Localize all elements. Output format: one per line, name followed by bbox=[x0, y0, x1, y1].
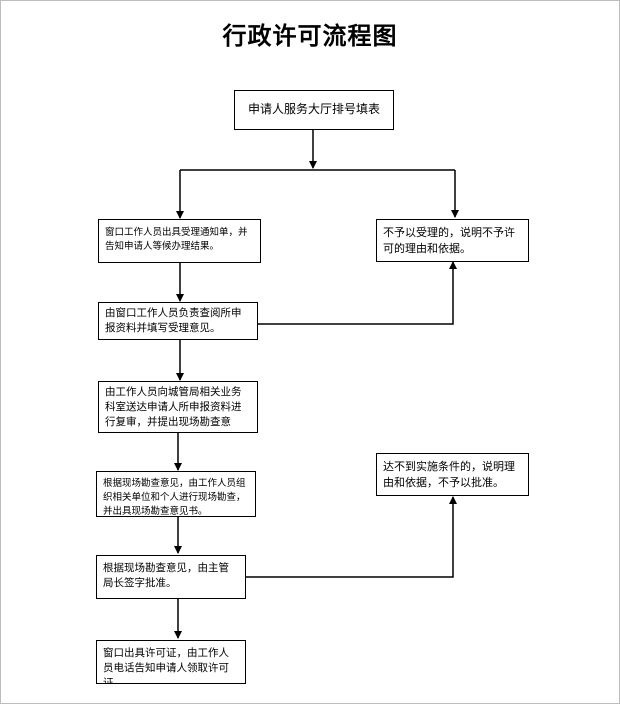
site-inspection-box: 根据现场勘查意见，由工作人员组织相关单位和个人进行现场勘查，并出具现场勘查意见书… bbox=[96, 471, 256, 517]
submit-dept-text: 由工作人员向城管局相关业务科室送达申请人所申报资料进行复审，并提出现场勘查意见。 bbox=[105, 386, 242, 432]
no-conditions-text: 达不到实施条件的，说明理由和依据，不予以批准。 bbox=[383, 460, 515, 489]
start-box: 申请人服务大厅排号填表 bbox=[234, 90, 394, 130]
no-conditions-box: 达不到实施条件的，说明理由和依据，不予以批准。 bbox=[376, 453, 529, 496]
approval-text: 根据现场勘查意见，由主管局长签字批准。 bbox=[103, 562, 229, 590]
connector-approval-to-noconditions bbox=[246, 496, 457, 578]
connector-review-to-reject bbox=[257, 261, 457, 325]
accept-notice-box: 窗口工作人员出具受理通知单，并告知申请人等候办理结果。 bbox=[98, 219, 261, 263]
issue-permit-box: 窗口出具许可证，由工作人员电话告知申请人领取许可证。 bbox=[96, 640, 246, 684]
submit-dept-box: 由工作人员向城管局相关业务科室送达申请人所申报资料进行复审，并提出现场勘查意见。 bbox=[98, 381, 258, 433]
site-inspection-text: 根据现场勘查意见，由工作人员组织相关单位和个人进行现场勘查，并出具现场勘查意见书… bbox=[103, 478, 246, 517]
issue-permit-text: 窗口出具许可证，由工作人员电话告知申请人领取许可证。 bbox=[103, 647, 229, 684]
approval-box: 根据现场勘查意见，由主管局长签字批准。 bbox=[96, 555, 246, 599]
page-title: 行政许可流程图 bbox=[222, 22, 398, 50]
accept-notice-text: 窗口工作人员出具受理通知单，并告知申请人等候办理结果。 bbox=[105, 227, 248, 252]
reject-box: 不予以受理的，说明不予许可的理由和依据。 bbox=[376, 219, 529, 262]
reject-text: 不予以受理的，说明不予许可的理由和依据。 bbox=[383, 226, 515, 255]
review-box: 由窗口工作人员负责查阅所申报资料并填写受理意见。 bbox=[98, 302, 258, 340]
review-text: 由窗口工作人员负责查阅所申报资料并填写受理意见。 bbox=[105, 307, 242, 335]
start-box-text: 申请人服务大厅排号填表 bbox=[247, 102, 380, 116]
